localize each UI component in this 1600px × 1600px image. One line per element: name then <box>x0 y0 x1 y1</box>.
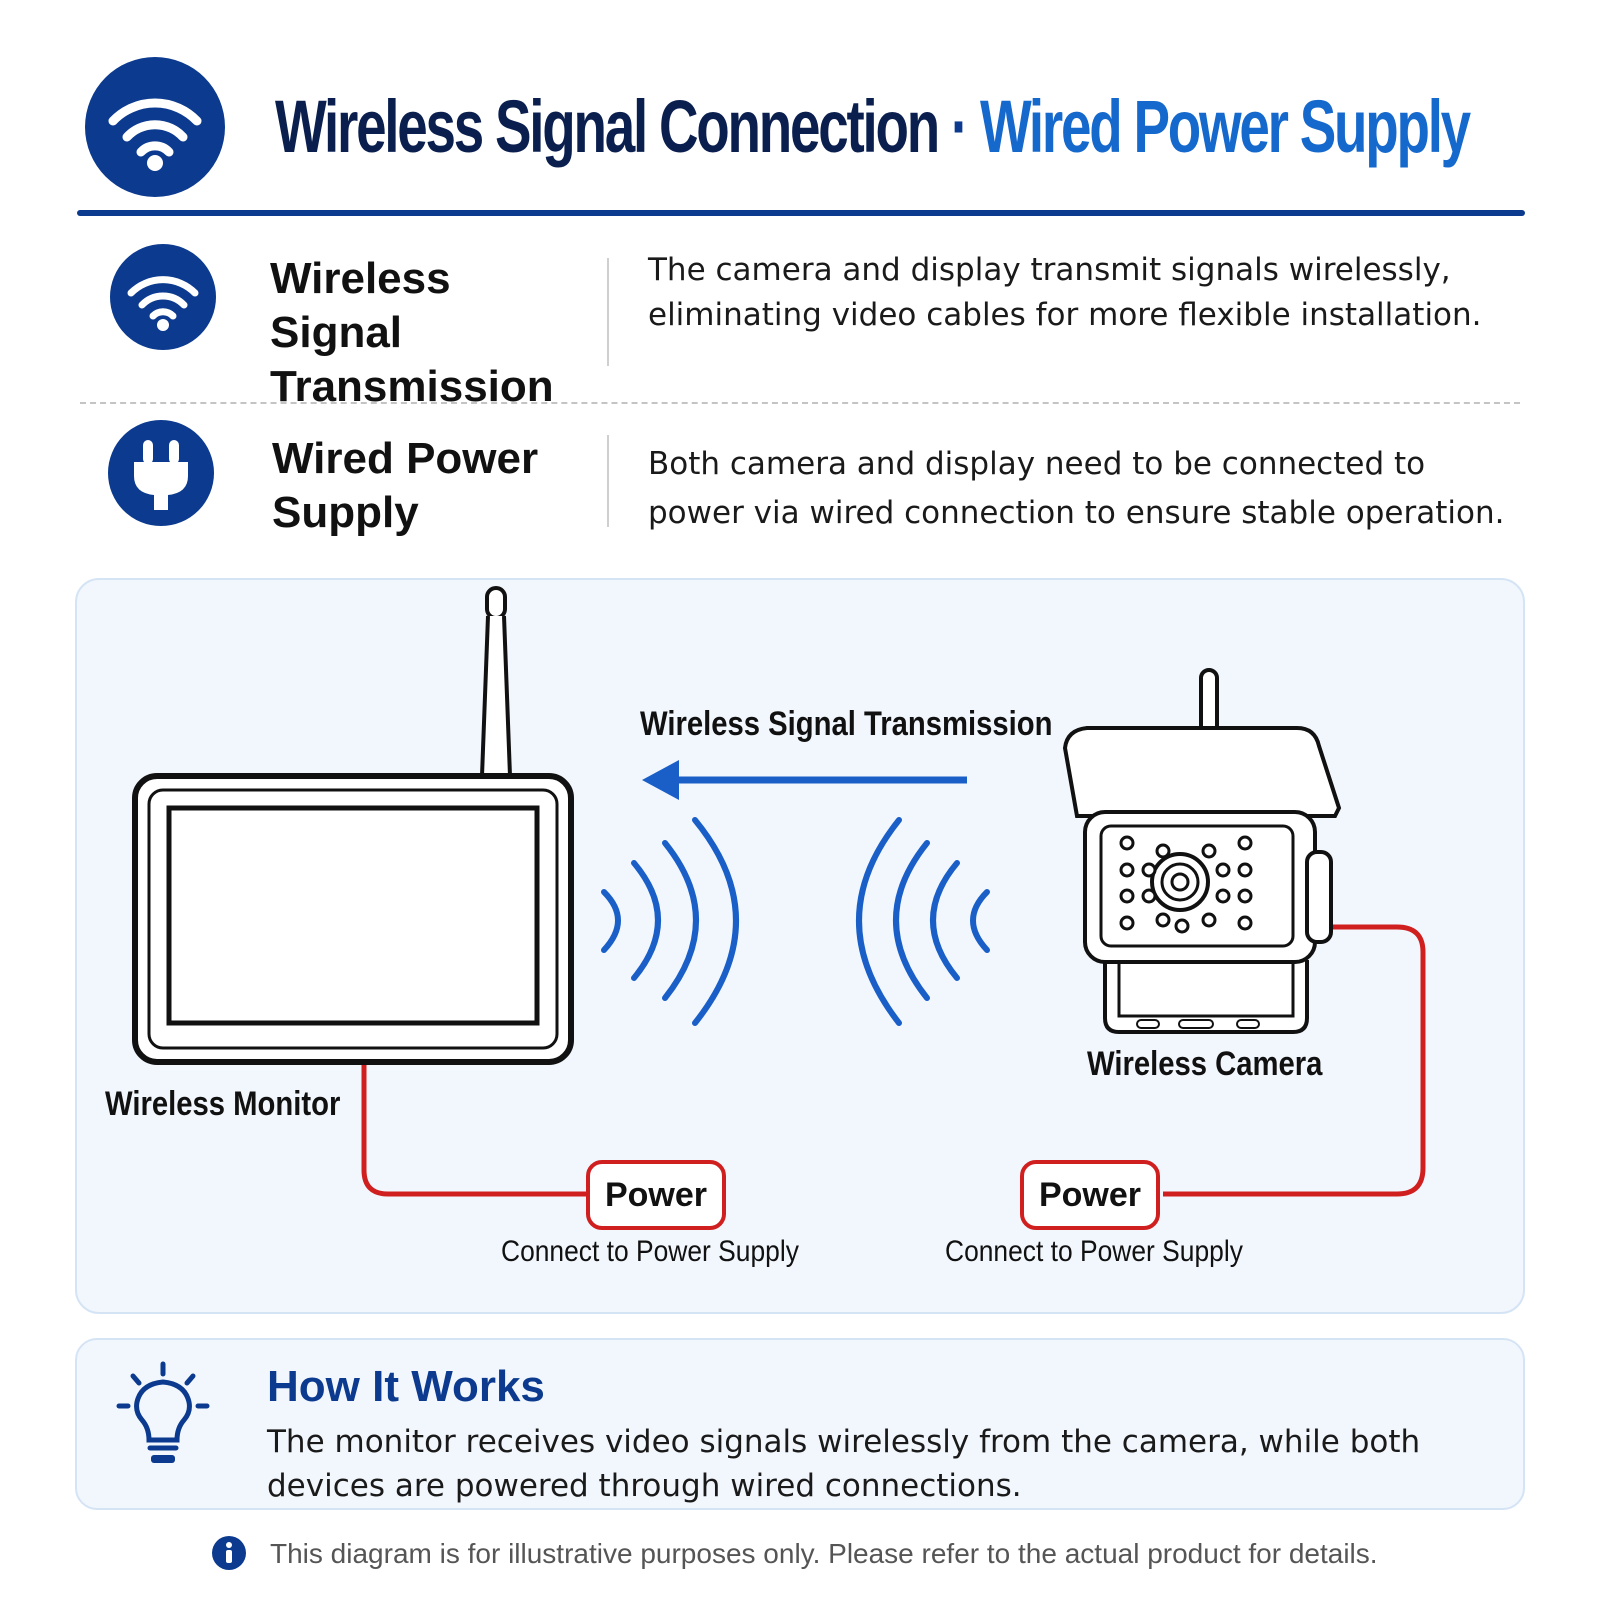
camera-signal-waves <box>856 817 990 1026</box>
monitor-antenna <box>479 586 513 778</box>
diagram-panel: Wireless Signal Transmission Wireless Mo… <box>75 578 1525 1314</box>
monitor-device <box>132 773 574 1065</box>
signal-arrow <box>642 760 967 800</box>
how-it-works-panel: How It Works The monitor receives video … <box>75 1338 1525 1510</box>
feature-title-power: Wired Power Supply <box>272 432 592 540</box>
monitor-power-caption: Connect to Power Supply <box>501 1235 799 1268</box>
plug-icon <box>108 420 214 526</box>
how-it-works-text: The monitor receives video signals wirel… <box>267 1424 1421 1504</box>
camera-power-caption: Connect to Power Supply <box>945 1235 1243 1268</box>
camera-power-cable <box>1163 924 1426 1197</box>
wifi-icon <box>110 244 216 350</box>
page-title-main: Wireless Signal Connection <box>275 85 940 168</box>
camera-label: Wireless Camera <box>1087 1045 1323 1083</box>
monitor-label: Wireless Monitor <box>105 1085 341 1123</box>
lightbulb-icon <box>113 1360 213 1480</box>
diagram-illustration <box>132 586 1426 1197</box>
feature-separator <box>607 435 609 527</box>
feature-description-wireless: The camera and display transmit signals … <box>648 252 1482 333</box>
footer-disclaimer: This diagram is for illustrative purpose… <box>270 1538 1378 1569</box>
monitor-signal-waves <box>601 817 739 1026</box>
page-title-separator: · <box>937 85 980 168</box>
feature-title-line: Supply <box>272 488 419 537</box>
feature-description-power: Both camera and display need to be conne… <box>648 446 1505 531</box>
page-title-accent: Wired Power Supply <box>979 85 1471 168</box>
row-divider <box>80 402 1520 404</box>
page-title: Wireless Signal Connection · Wired Power… <box>275 72 1471 182</box>
camera-device <box>1062 668 1342 1034</box>
monitor-power-badge: Power <box>586 1160 726 1230</box>
feature-title-line: Wired Power <box>272 434 539 483</box>
signal-label: Wireless Signal Transmission <box>640 705 1053 743</box>
feature-title-line: Transmission <box>270 362 554 411</box>
header-wifi-icon <box>85 57 225 197</box>
feature-title-wireless: Wireless Signal Transmission <box>270 252 590 414</box>
header-divider <box>77 210 1525 216</box>
feature-separator <box>607 258 609 366</box>
how-it-works-title: How It Works <box>267 1362 545 1411</box>
camera-power-badge: Power <box>1020 1160 1160 1230</box>
monitor-power-cable <box>361 1062 589 1197</box>
info-icon <box>211 1535 247 1571</box>
feature-title-line: Wireless Signal <box>270 254 451 357</box>
